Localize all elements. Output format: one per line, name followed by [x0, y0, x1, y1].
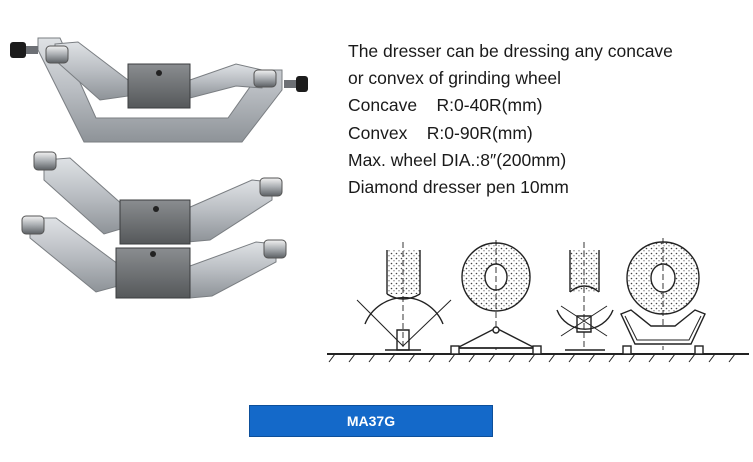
- diagram-convex-front: [620, 238, 706, 355]
- large-frame-dresser: [10, 37, 308, 143]
- dressing-diagram: [327, 238, 749, 363]
- spec-line: or convex of grinding wheel: [348, 68, 562, 89]
- spec-line-max-dia: Max. wheel DIA.:8″(200mm): [348, 149, 567, 170]
- v-dresser-bottom: [21, 215, 287, 299]
- spec-line-concave: Concave R:0-40R(mm): [348, 95, 543, 116]
- diagram-concave-side: [356, 242, 452, 351]
- spec-line-pen: Diamond dresser pen 10mm: [348, 177, 569, 198]
- diagram-concave-front: [450, 240, 542, 355]
- spec-line: The dresser can be dressing any concave: [348, 41, 673, 61]
- spec-text: The dresser can be dressing any concave …: [348, 38, 748, 201]
- product-photo: [10, 37, 308, 299]
- v-dresser-middle: [33, 151, 283, 245]
- spec-line-convex: Convex R:0-90R(mm): [348, 122, 533, 143]
- model-label: MA37G: [249, 405, 493, 437]
- diagram-convex-side: [556, 242, 614, 351]
